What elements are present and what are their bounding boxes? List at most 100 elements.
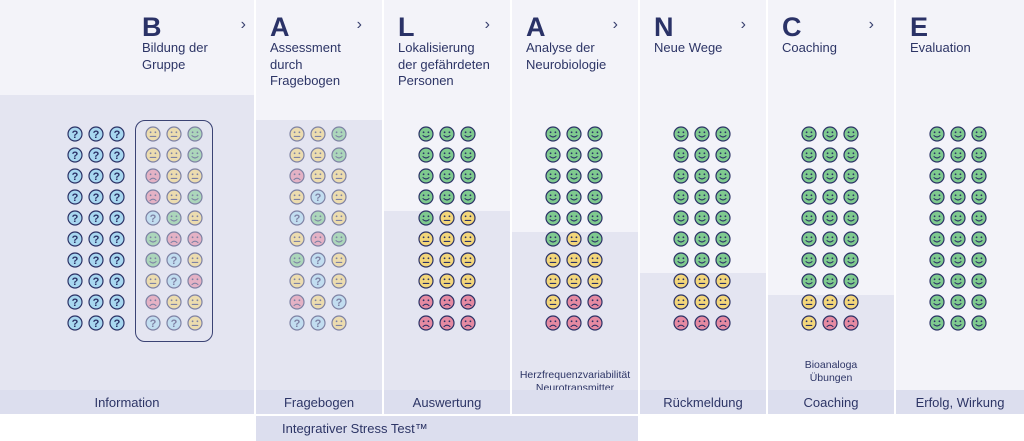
svg-text:?: ?: [171, 276, 178, 288]
happy-face-icon: [545, 126, 561, 142]
footer-evaluation: Erfolg, Wirkung: [896, 390, 1024, 414]
svg-text:?: ?: [93, 276, 100, 288]
neutral-face-icon: [694, 273, 710, 289]
question-face-icon: ?: [310, 273, 326, 289]
coaching-note: Bioanaloga Übungen: [804, 359, 858, 384]
svg-text:?: ?: [114, 192, 121, 204]
neutral-face-icon: [289, 189, 305, 205]
happy-face-icon: [950, 273, 966, 289]
neutral-face-icon: [166, 126, 182, 142]
footer-auswertung: Auswertung: [384, 390, 510, 414]
svg-text:?: ?: [93, 318, 100, 330]
neutral-face-icon: [673, 294, 689, 310]
happy-face-icon: [822, 168, 838, 184]
question-face-icon: ?: [145, 315, 161, 331]
neutral-face-icon: [715, 273, 731, 289]
happy-face-icon: [587, 210, 603, 226]
neutral-face-icon: [566, 273, 582, 289]
neutral-face-icon: [801, 294, 817, 310]
happy-face-icon: [843, 147, 859, 163]
question-face-icon: ?: [88, 189, 104, 205]
neutral-face-icon: [715, 294, 731, 310]
svg-text:?: ?: [315, 318, 322, 330]
question-face-icon: ?: [331, 294, 347, 310]
svg-text:?: ?: [114, 150, 121, 162]
face-grid: ??????????????????????????????: [67, 126, 125, 331]
svg-text:?: ?: [114, 171, 121, 183]
phase-shade: [0, 95, 254, 390]
happy-face-icon: [971, 168, 987, 184]
happy-face-icon: [566, 168, 582, 184]
phase-letter: A: [526, 12, 546, 42]
neutral-face-icon: [145, 126, 161, 142]
happy-face-icon: [801, 210, 817, 226]
happy-face-icon: [545, 168, 561, 184]
sad-face-icon: [187, 273, 203, 289]
neutral-face-icon: [545, 294, 561, 310]
svg-text:?: ?: [114, 255, 121, 267]
question-face-icon: ?: [109, 231, 125, 247]
happy-face-icon: [289, 252, 305, 268]
sad-face-icon: [843, 315, 859, 331]
neutral-face-icon: [166, 147, 182, 163]
svg-text:?: ?: [171, 318, 178, 330]
neutral-face-icon: [331, 252, 347, 268]
happy-face-icon: [801, 168, 817, 184]
neutral-face-icon: [289, 147, 305, 163]
question-face-icon: ?: [67, 231, 83, 247]
happy-face-icon: [929, 168, 945, 184]
neutral-face-icon: [187, 210, 203, 226]
happy-face-icon: [187, 189, 203, 205]
happy-face-icon: [822, 210, 838, 226]
happy-face-icon: [673, 189, 689, 205]
neutral-face-icon: [460, 273, 476, 289]
happy-face-icon: [715, 168, 731, 184]
phase-letter: C: [782, 12, 802, 42]
happy-face-icon: [673, 147, 689, 163]
phase-letter: L: [398, 12, 415, 42]
svg-text:?: ?: [72, 171, 79, 183]
footer-coaching: Coaching: [768, 390, 894, 414]
happy-face-icon: [971, 252, 987, 268]
sad-face-icon: [418, 315, 434, 331]
happy-face-icon: [929, 189, 945, 205]
question-face-icon: ?: [88, 231, 104, 247]
happy-face-icon: [310, 210, 326, 226]
question-face-icon: ?: [145, 210, 161, 226]
phase-name: Assessment durch Fragebogen: [270, 40, 341, 88]
question-face-icon: ?: [67, 168, 83, 184]
happy-face-icon: [801, 189, 817, 205]
happy-face-icon: [715, 147, 731, 163]
svg-text:?: ?: [114, 213, 121, 225]
happy-face-icon: [566, 210, 582, 226]
neutral-face-icon: [331, 189, 347, 205]
question-face-icon: ?: [109, 168, 125, 184]
question-face-icon: ?: [88, 168, 104, 184]
svg-text:?: ?: [72, 255, 79, 267]
svg-text:?: ?: [72, 318, 79, 330]
neutral-face-icon: [187, 168, 203, 184]
sad-face-icon: [694, 315, 710, 331]
happy-face-icon: [694, 231, 710, 247]
svg-text:?: ?: [315, 276, 322, 288]
svg-text:?: ?: [114, 129, 121, 141]
phase-letter: N: [654, 12, 674, 42]
neutral-face-icon: [694, 294, 710, 310]
svg-text:?: ?: [336, 297, 343, 309]
happy-face-icon: [801, 252, 817, 268]
face-grid: [929, 126, 987, 331]
sad-face-icon: [673, 315, 689, 331]
happy-face-icon: [331, 231, 347, 247]
face-grid: [545, 126, 603, 331]
question-face-icon: ?: [109, 210, 125, 226]
face-grid: [801, 126, 859, 331]
sad-face-icon: [310, 231, 326, 247]
happy-face-icon: [950, 294, 966, 310]
happy-face-icon: [694, 126, 710, 142]
happy-face-icon: [822, 252, 838, 268]
question-face-icon: ?: [289, 315, 305, 331]
happy-face-icon: [439, 147, 455, 163]
happy-face-icon: [587, 147, 603, 163]
happy-face-icon: [929, 294, 945, 310]
happy-face-icon: [566, 147, 582, 163]
